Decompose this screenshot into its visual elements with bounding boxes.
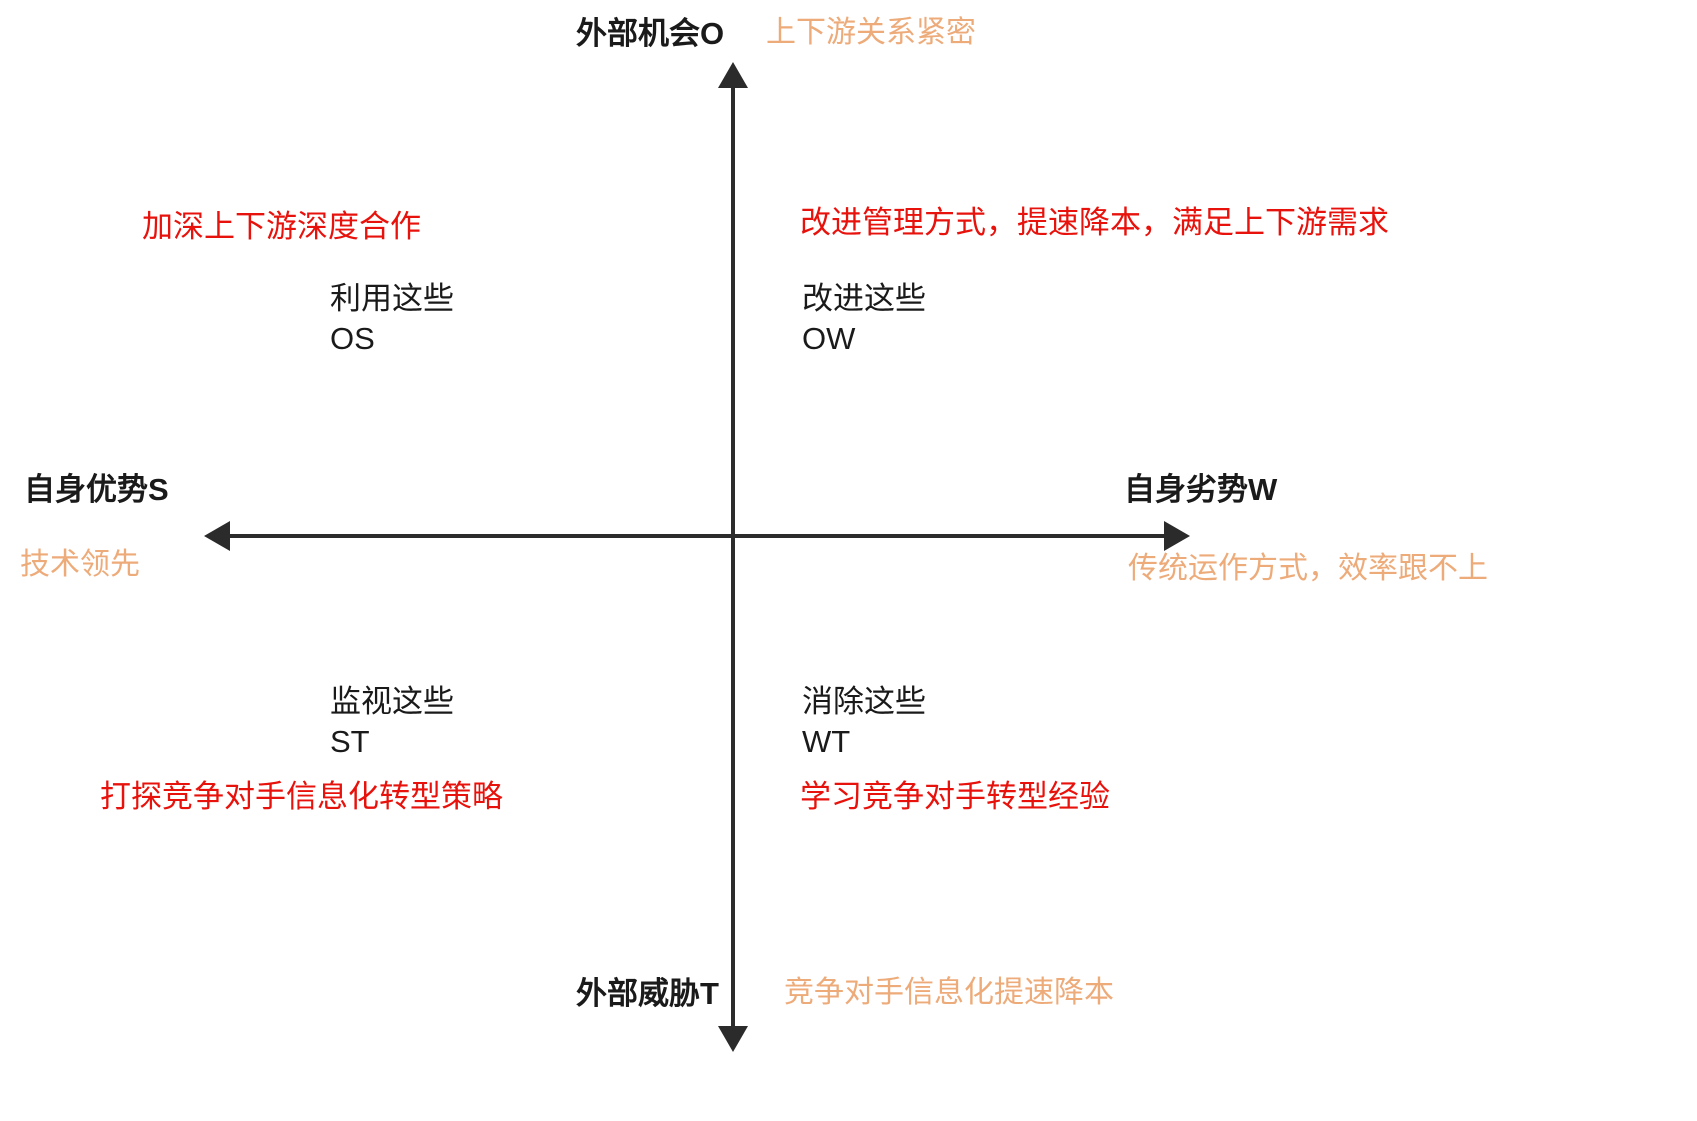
axis-label-strength: 自身优势S: [24, 472, 169, 507]
axis-hint-strength: 技术领先: [20, 548, 140, 581]
arrow-left-icon: [204, 521, 230, 551]
quadrant-ow-code: OW: [802, 320, 856, 356]
quadrant-os-action: 利用这些: [330, 281, 454, 316]
axis-label-threat: 外部威胁T: [576, 976, 719, 1011]
quadrant-ow-note: 改进这些 OW: [802, 279, 926, 358]
axis-hint-opportunity: 上下游关系紧密: [766, 16, 976, 49]
quadrant-ow-strategy: 改进管理方式，提速降本，满足上下游需求: [800, 205, 1389, 240]
quadrant-os-note: 利用这些 OS: [330, 279, 454, 358]
axis-hint-weakness: 传统运作方式，效率跟不上: [1128, 552, 1488, 585]
vertical-axis-line: [731, 78, 735, 1032]
axis-label-opportunity: 外部机会O: [576, 16, 725, 51]
arrow-down-icon: [718, 1026, 748, 1052]
quadrant-st-strategy: 打探竞争对手信息化转型策略: [100, 779, 503, 814]
quadrant-st-note: 监视这些 ST: [330, 682, 454, 761]
horizontal-axis-line: [228, 534, 1168, 538]
quadrant-ow-action: 改进这些: [802, 281, 926, 316]
axis-label-weakness: 自身劣势W: [1124, 472, 1278, 507]
quadrant-wt-strategy: 学习竞争对手转型经验: [800, 779, 1110, 814]
quadrant-st-code: ST: [330, 723, 370, 759]
quadrant-wt-code: WT: [802, 723, 851, 759]
quadrant-st-action: 监视这些: [330, 684, 454, 719]
axis-hint-threat: 竞争对手信息化提速降本: [784, 976, 1114, 1009]
quadrant-os-code: OS: [330, 320, 375, 356]
arrow-right-icon: [1164, 521, 1190, 551]
quadrant-wt-note: 消除这些 WT: [802, 682, 926, 761]
arrow-up-icon: [718, 62, 748, 88]
quadrant-wt-action: 消除这些: [802, 684, 926, 719]
quadrant-os-strategy: 加深上下游深度合作: [142, 209, 421, 244]
